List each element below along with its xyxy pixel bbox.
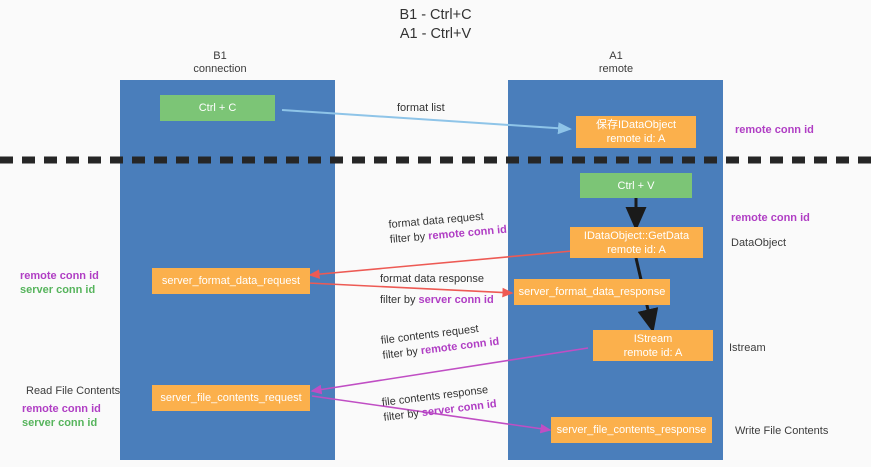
left-label-remote-conn-id-bottom: remote conn id — [22, 403, 101, 415]
edge-label-format-data-response: format data response filter by server co… — [380, 272, 494, 308]
edge-label-format-list-text: format list — [397, 102, 445, 114]
right-label-write-file-contents: Write File Contents — [735, 425, 829, 437]
arrow-file-contents-request — [310, 347, 589, 395]
node-ctrl-v-label: Ctrl + V — [617, 179, 655, 192]
node-ctrl-c-label: Ctrl + C — [198, 102, 237, 114]
title-line-1: B1 - Ctrl+C — [399, 7, 472, 23]
column-b1-name: B1 — [213, 50, 227, 62]
arrow-format-data-response — [307, 282, 514, 298]
node-idataobject-getdata[interactable]: IDataObject::GetData remote id: A — [570, 227, 703, 258]
right-label-istream: Istream — [729, 342, 766, 354]
node-server-format-data-response[interactable]: server_format_data_response — [514, 279, 670, 305]
node-server-file-contents-response[interactable]: server_file_contents_response — [551, 417, 712, 443]
column-a1-role: remote — [598, 63, 634, 75]
left-label-read-file-contents: Read File Contents — [26, 385, 121, 397]
node-server-format-data-response-label: server_format_data_response — [518, 286, 666, 298]
node-idataobject-getdata-sub: remote id: A — [607, 243, 666, 256]
node-server-format-data-request[interactable]: server_format_data_request — [152, 268, 310, 294]
left-label-server-conn-id-mid: server conn id — [20, 284, 96, 296]
arrow-format-list — [281, 109, 572, 135]
node-server-file-contents-request-label: server_file_contents_request — [160, 392, 302, 404]
node-server-file-contents-response-label: server_file_contents_response — [556, 424, 707, 436]
node-ctrl-c[interactable]: Ctrl + C — [160, 95, 275, 121]
node-server-file-contents-request[interactable]: server_file_contents_request — [152, 385, 310, 411]
node-save-idataobject-sub: remote id: A — [606, 133, 666, 145]
left-label-remote-conn-id-mid: remote conn id — [20, 270, 99, 282]
edge-label-format-data-response-filter: filter by server conn id — [380, 293, 494, 308]
node-istream-label: IStream — [633, 332, 673, 345]
filter-value: server conn id — [418, 294, 494, 306]
node-save-idataobject[interactable]: 保存IDataObject remote id: A — [576, 116, 696, 148]
right-label-remote-conn-id-mid: remote conn id — [731, 212, 810, 224]
left-label-server-conn-id-bottom: server conn id — [22, 417, 98, 429]
node-idataobject-getdata-label: IDataObject::GetData — [583, 229, 690, 242]
node-istream-sub: remote id: A — [623, 346, 683, 359]
edge-label-format-list: format list — [397, 101, 445, 116]
page-title: B1 - Ctrl+C A1 - Ctrl+V — [0, 6, 871, 44]
edge-label-format-data-response-text: format data response — [380, 273, 484, 285]
node-save-idataobject-label: 保存IDataObject — [595, 119, 677, 131]
filter-prefix: filter by — [380, 294, 419, 306]
node-server-format-data-request-label: server_format_data_request — [161, 275, 301, 287]
arrow-file-contents-response — [311, 395, 552, 434]
node-istream[interactable]: IStream remote id: A — [593, 330, 713, 361]
title-line-2: A1 - Ctrl+V — [399, 26, 472, 42]
column-header-b1: B1 connection — [160, 50, 280, 76]
right-label-remote-conn-id-top: remote conn id — [735, 124, 814, 136]
column-header-a1: A1 remote — [556, 50, 676, 76]
column-b1-role: connection — [193, 63, 247, 75]
arrow-format-data-request — [308, 250, 573, 279]
node-ctrl-v[interactable]: Ctrl + V — [580, 173, 692, 198]
column-a1-name: A1 — [609, 50, 623, 62]
right-label-dataobject: DataObject — [731, 237, 787, 249]
